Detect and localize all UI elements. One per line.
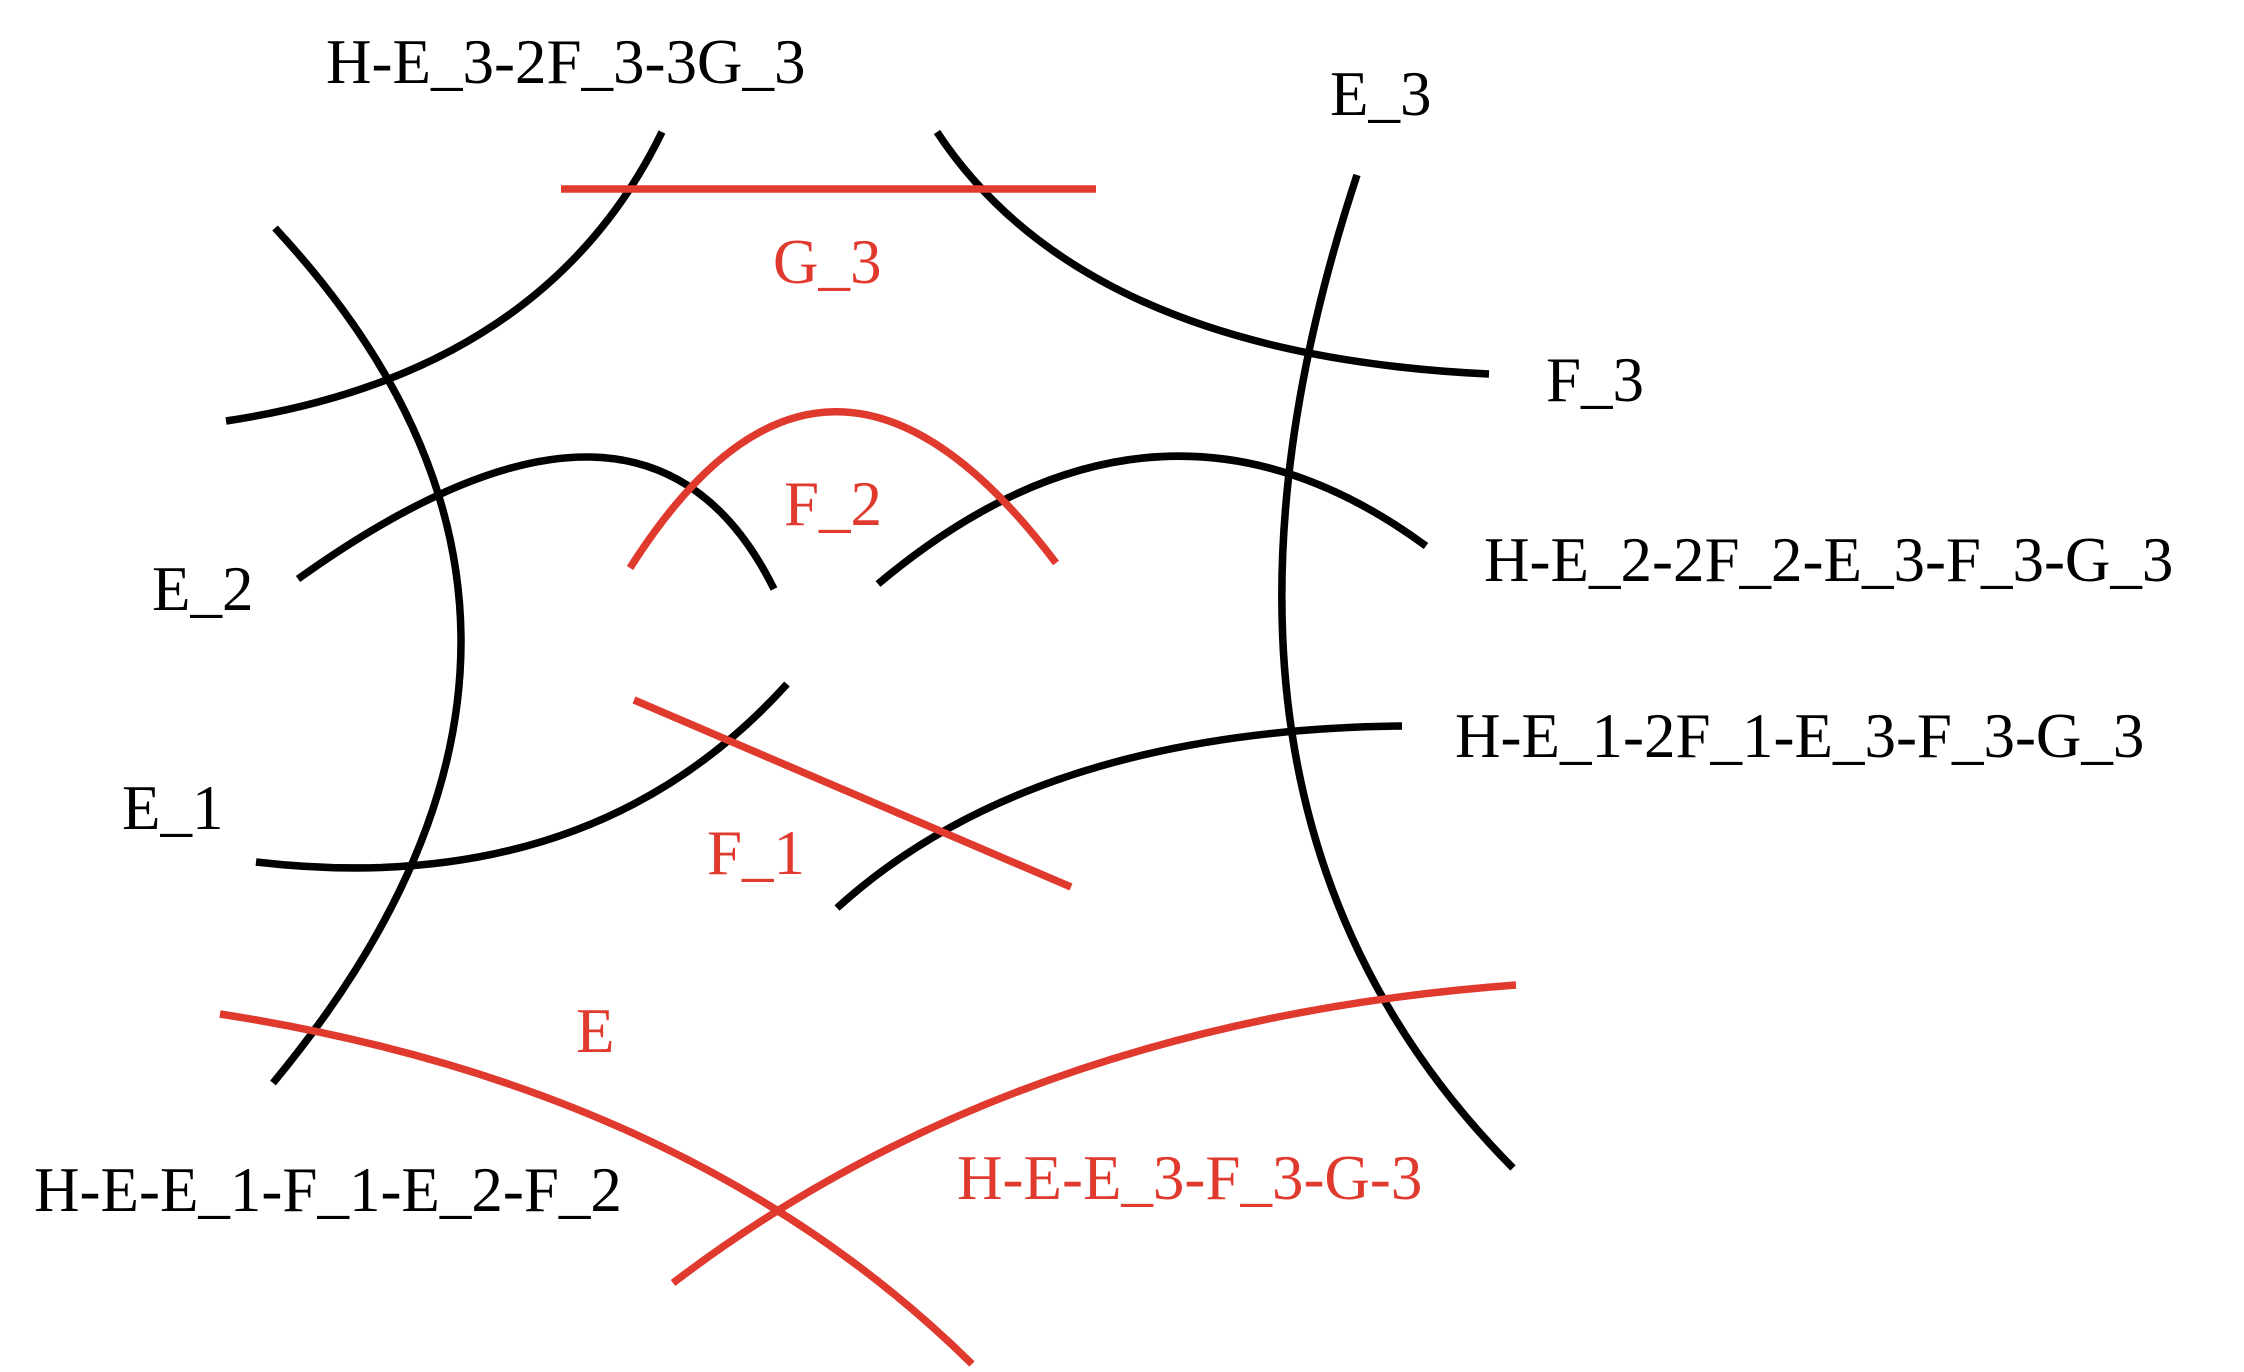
curve-top-right-arc: [933, 129, 1490, 378]
curve-f2: [626, 408, 1059, 571]
curve-top-left-arc: [225, 130, 666, 425]
label-top-curve: H-E_3-2F_3-3G_3: [326, 27, 805, 97]
label-f1: F_1: [707, 818, 805, 888]
label-e1: E_1: [122, 773, 223, 843]
label-e3: E_3: [1330, 59, 1431, 129]
curve-f1: [632, 696, 1073, 891]
label-bottom-right: H-E-E_3-F_3-G-3: [957, 1143, 1422, 1213]
curve-left-vertical: [270, 225, 465, 1086]
curve-h-e2-2f2: [875, 452, 1429, 587]
label-e2: E_2: [152, 554, 253, 624]
curve-h-e-e3: [670, 981, 1517, 1286]
curve-right-vertical-e3: [1278, 173, 1516, 1171]
label-f3: F_3: [1546, 345, 1644, 415]
curve-e: [219, 1010, 975, 1367]
label-bottom-left: H-E-E_1-F_1-E_2-F_2: [34, 1155, 622, 1225]
label-mid-curve-2: H-E_2-2F_2-E_3-F_3-G_3: [1484, 525, 2173, 595]
label-e: E: [576, 996, 614, 1066]
curve-e2: [295, 453, 778, 591]
label-mid-curve-1: H-E_1-2F_1-E_3-F_3-G_3: [1455, 701, 2144, 771]
curve-h-e1-2f1: [834, 722, 1403, 911]
label-g3: G_3: [773, 227, 882, 297]
label-f2: F_2: [784, 469, 882, 539]
